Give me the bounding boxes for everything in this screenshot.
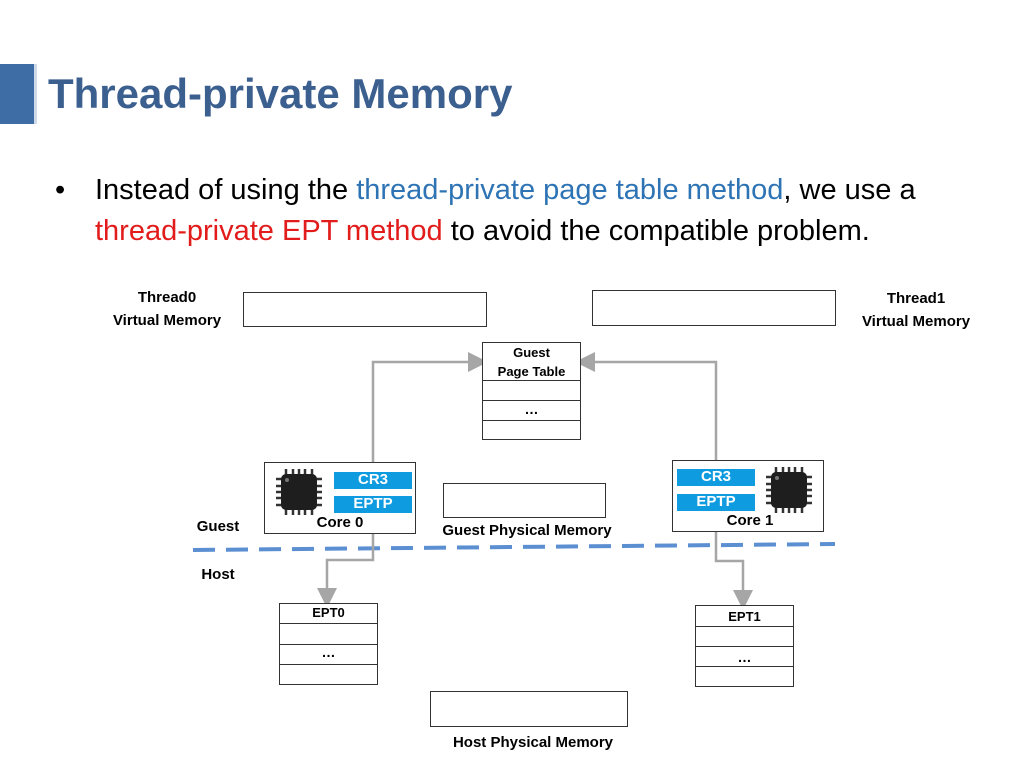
ept0-table: EPT0 … (279, 603, 378, 685)
guest-page-table-header: Guest Page Table (482, 342, 581, 381)
ept1-row (695, 627, 794, 647)
ept0-row (279, 624, 378, 645)
guest-physical-memory-box (443, 483, 606, 518)
guest-host-divider (192, 542, 836, 552)
bullet-highlight-ept: thread-private EPT method (95, 215, 443, 247)
guest-page-table-row-ellipsis: … (482, 401, 581, 421)
thread1-label-line2: Virtual Memory (861, 313, 971, 330)
bullet-highlight-page-table: thread-private page table method (356, 174, 784, 206)
ept1-header: EPT1 (695, 605, 794, 627)
bullet-text-part2: , we use a (783, 174, 916, 206)
thread1-virtual-memory-box (592, 290, 836, 326)
guest-region-label: Guest (196, 518, 240, 535)
host-physical-memory-box (430, 691, 628, 727)
bullet-dot: • (55, 174, 66, 206)
guest-page-table: Guest Page Table … (482, 342, 581, 440)
thread0-label-line1: Thread0 (137, 289, 197, 306)
ept1-table: EPT1 … (695, 605, 794, 687)
bullet-text-part3: to avoid the compatible problem. (442, 215, 870, 247)
bullet-text: Instead of using the thread-private page… (95, 170, 1015, 252)
ept0-header: EPT0 (279, 603, 378, 624)
core0-label: Core 0 (316, 514, 364, 531)
thread1-label-line1: Thread1 (886, 290, 946, 307)
host-physical-memory-label: Host Physical Memory (452, 734, 614, 751)
arrow-core1-to-page-table (575, 352, 718, 468)
cpu-chip-icon (766, 467, 812, 513)
core1-label: Core 1 (726, 512, 774, 529)
guest-page-table-line1: Guest (513, 345, 550, 360)
ept1-row-ellipsis: … (695, 647, 794, 667)
slide-title: Thread-private Memory (48, 70, 513, 117)
title-accent-bar (0, 64, 37, 124)
ept0-row (279, 665, 378, 685)
arrow-core0-to-ept0 (317, 532, 375, 608)
guest-physical-memory-label: Guest Physical Memory (442, 522, 612, 539)
thread0-label: Thread0 Virtual Memory (96, 286, 238, 332)
thread0-virtual-memory-box (243, 292, 487, 327)
ept1-row (695, 667, 794, 687)
core0-cr3-register: CR3 (334, 472, 412, 489)
bullet-text-part1: Instead of using the (95, 174, 357, 206)
core1-cr3-register: CR3 (677, 469, 755, 486)
thread0-label-line2: Virtual Memory (112, 312, 222, 329)
ept0-row-ellipsis: … (279, 645, 378, 665)
guest-page-table-row (482, 381, 581, 401)
core1-eptp-register: EPTP (677, 494, 755, 511)
host-region-label: Host (201, 566, 235, 583)
guest-page-table-line2: Page Table (497, 364, 566, 379)
cpu-chip-icon (276, 469, 322, 515)
guest-page-table-row (482, 421, 581, 440)
core0-eptp-register: EPTP (334, 496, 412, 513)
thread1-label: Thread1 Virtual Memory (844, 287, 988, 333)
